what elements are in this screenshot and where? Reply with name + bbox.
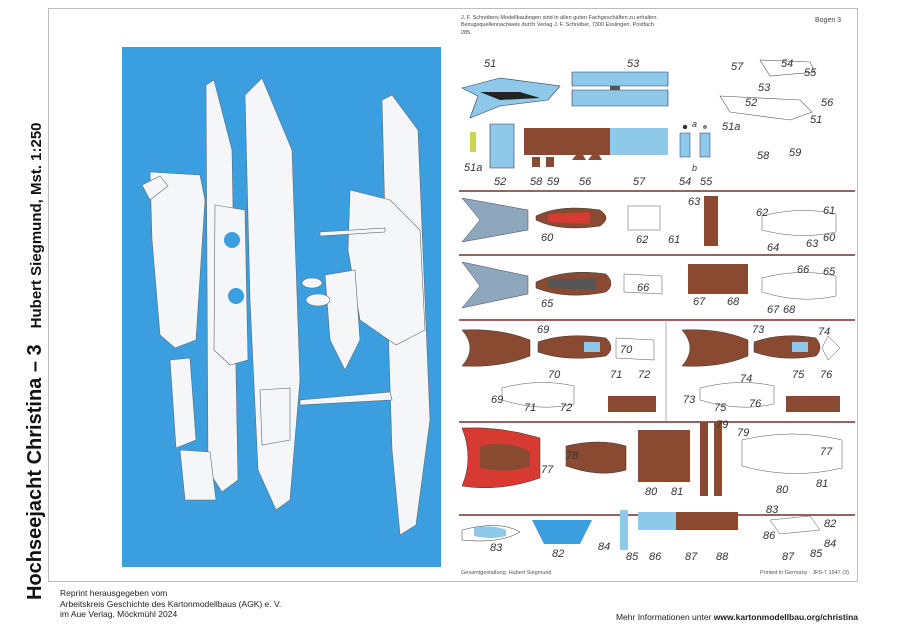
- print-info: Printed in Germany · JFS-7 1647 (3): [760, 570, 849, 576]
- part-number: 75: [792, 369, 805, 381]
- part-number: 76: [820, 369, 833, 381]
- part-number: 65: [823, 266, 836, 278]
- part-number: 54: [781, 58, 794, 70]
- reprint-line: im Aue Verlag, Möckmühl 2024: [60, 609, 178, 620]
- part-number: 54: [679, 176, 692, 188]
- part-number: 66: [797, 264, 810, 276]
- launch-77-parts: [461, 422, 843, 496]
- part-number: 59: [789, 147, 802, 159]
- part-number: 83: [490, 542, 503, 554]
- part-number: 61: [668, 234, 681, 246]
- availability-notice: J. F. Schreibers Modellbaubogen sind in …: [461, 15, 658, 36]
- part-number: 76: [749, 398, 762, 410]
- part-number: 53: [758, 82, 771, 94]
- part-number: 51: [484, 58, 497, 70]
- part-number: 85: [626, 551, 639, 563]
- part-number: 63: [688, 196, 701, 208]
- part-number: 79: [716, 419, 729, 431]
- part-number: 73: [752, 324, 765, 336]
- reprint-notice: Reprint herausgegeben vom Arbeitskreis G…: [60, 588, 281, 620]
- part-number: 63: [806, 238, 819, 250]
- part-number: 87: [685, 551, 698, 563]
- part-number: 69: [537, 324, 550, 336]
- part-number: 67: [693, 296, 706, 308]
- part-number: 74: [740, 373, 753, 385]
- part-number: 68: [727, 296, 740, 308]
- part-number: 77: [820, 446, 833, 458]
- reprint-line: Reprint herausgegeben vom: [60, 588, 168, 598]
- part-number: 71: [610, 369, 623, 381]
- part-number: 84: [824, 538, 837, 550]
- tender-60-parts: [461, 196, 837, 246]
- part-number: 70: [620, 344, 633, 356]
- part-number: 62: [636, 234, 649, 246]
- part-number: 51: [810, 114, 823, 126]
- part-number: 70: [548, 369, 561, 381]
- more-info-text: Mehr Informationen unter: [615, 612, 714, 622]
- part-number: 72: [560, 402, 573, 414]
- part-number: 82: [824, 518, 837, 530]
- design-credit: Gesamtgestaltung: Hubert Siegmund: [461, 570, 552, 576]
- part-number: 65: [541, 298, 554, 310]
- part-number: 60: [823, 232, 836, 244]
- part-number: 58: [757, 150, 770, 162]
- part-number: 66: [637, 282, 650, 294]
- part-number: 71: [524, 402, 537, 414]
- part-number: 51a: [464, 162, 483, 174]
- part-number: 58: [530, 176, 543, 188]
- part-number: 52: [745, 97, 758, 109]
- part-number: 55: [804, 67, 817, 79]
- assembly-diagram: [141, 77, 431, 536]
- part-number: 84: [598, 541, 611, 553]
- more-info: Mehr Informationen unter www.kartonmodel…: [616, 612, 858, 622]
- part-number: 78: [566, 450, 579, 462]
- part-number: 56: [579, 176, 592, 188]
- part-number: 64: [767, 242, 780, 254]
- part-number: 74: [818, 326, 831, 338]
- part-number: 80: [645, 486, 658, 498]
- part-number: 77: [541, 464, 554, 476]
- part-number: 51a: [722, 121, 741, 133]
- part-number: 61: [823, 205, 836, 217]
- bottom-row-parts: [461, 510, 821, 550]
- part-number: 73: [683, 394, 696, 406]
- part-number: 86: [649, 551, 662, 563]
- part-number: 81: [816, 478, 829, 490]
- part-number: 86: [763, 530, 776, 542]
- part-number: 68: [783, 304, 796, 316]
- tender-73-parts: [681, 329, 841, 412]
- part-number: 85: [810, 548, 823, 560]
- part-number: 55: [700, 176, 713, 188]
- seaplane-parts: [461, 59, 816, 169]
- reprint-line: Arbeitskreis Geschichte des Kartonmodell…: [60, 598, 282, 609]
- part-number: 67: [767, 304, 780, 316]
- part-number: 56: [821, 97, 834, 109]
- tender-69-parts: [461, 329, 656, 412]
- part-number: 57: [633, 176, 646, 188]
- part-number: 72: [638, 369, 651, 381]
- part-letter: a: [692, 119, 698, 129]
- part-number: 62: [756, 207, 769, 219]
- part-number: 82: [552, 548, 565, 560]
- part-number: 57: [731, 61, 744, 73]
- part-number: 79: [737, 427, 750, 439]
- part-number: 60: [541, 232, 554, 244]
- part-letter: b: [692, 163, 698, 173]
- part-number: 88: [716, 551, 729, 563]
- part-number: 87: [782, 551, 795, 563]
- tender-65-parts: [461, 261, 837, 309]
- part-number: 80: [776, 484, 789, 496]
- website-link[interactable]: www.kartonmodellbau.org/christina: [713, 612, 858, 622]
- part-number: 83: [766, 504, 779, 516]
- part-number: 75: [714, 402, 727, 414]
- part-number: 59: [547, 176, 560, 188]
- part-number: 52: [494, 176, 507, 188]
- part-number: 69: [491, 394, 504, 406]
- part-number: 53: [627, 58, 640, 70]
- part-number: 81: [671, 486, 684, 498]
- sheet-label: Bogen 3: [815, 17, 842, 24]
